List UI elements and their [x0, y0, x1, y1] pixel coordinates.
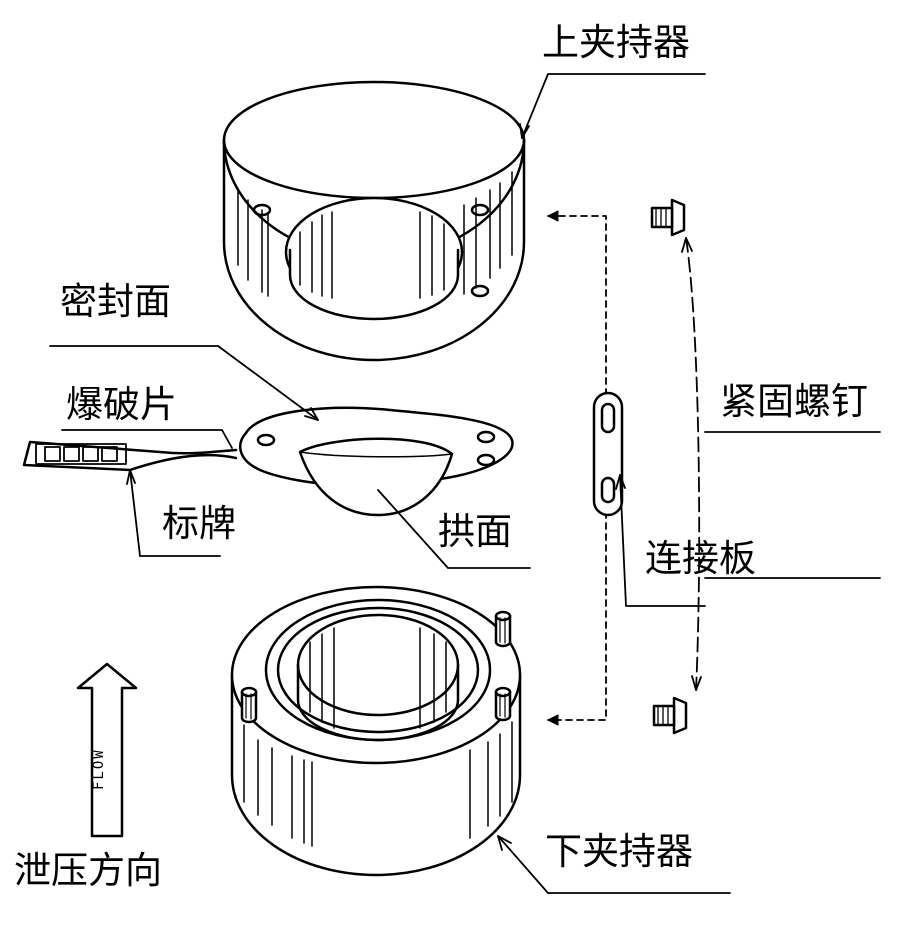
guide-pin: [240, 686, 258, 724]
connecting-plate: [592, 391, 624, 517]
upper-holder-label: 上夹持器: [542, 21, 690, 64]
burst-disc-label: 爆破片: [66, 383, 177, 426]
sealing-face-label: 密封面: [60, 280, 171, 323]
connecting-plate-label: 连接板: [645, 537, 756, 580]
guide-pin: [494, 610, 512, 648]
burst-disc: [22, 406, 514, 517]
flow-arrow-text: FLOW: [91, 748, 107, 790]
nameplate-label: 标牌: [162, 502, 236, 545]
screw-icon: [652, 696, 688, 735]
lower-holder: [230, 585, 522, 877]
screw-icon: [650, 198, 686, 237]
leader-lines: [49, 73, 881, 894]
connecting-plate-assembly: [547, 210, 624, 726]
fastening-screw-label: 紧固螺钉: [720, 380, 868, 423]
dome-face-label: 拱面: [438, 510, 512, 553]
relief-direction-label: 泄压方向: [14, 849, 162, 892]
flow-arrow-icon: FLOW: [76, 662, 138, 838]
guide-pin: [494, 686, 512, 722]
upper-holder: [222, 80, 526, 362]
lower-holder-label: 下夹持器: [545, 830, 693, 873]
